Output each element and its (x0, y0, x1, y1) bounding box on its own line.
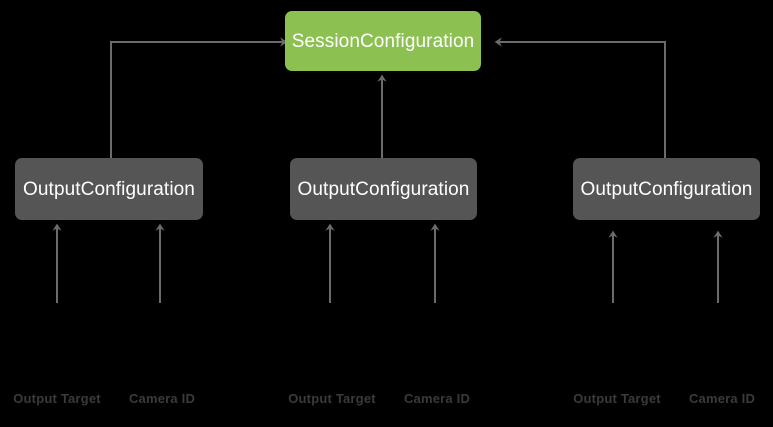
node-session-configuration-label: SessionConfiguration (291, 30, 475, 52)
node-output-configuration-left-label: OutputConfiguration (23, 178, 195, 200)
leaf-label-output-target-center: Output Target (288, 391, 376, 406)
node-session-configuration[interactable]: SessionConfiguration (285, 11, 481, 71)
node-output-configuration-center-label: OutputConfiguration (297, 178, 470, 200)
node-output-configuration-left[interactable]: OutputConfiguration (15, 158, 203, 220)
node-output-configuration-right[interactable]: OutputConfiguration (573, 158, 760, 220)
node-output-configuration-center[interactable]: OutputConfiguration (290, 158, 477, 220)
node-output-configuration-right-label: OutputConfiguration (580, 178, 753, 200)
leaf-label-camera-id-left: Camera ID (128, 391, 196, 406)
leaf-label-camera-id-right: Camera ID (688, 391, 756, 406)
right-output-to-session (494, 37, 666, 158)
left-output-to-session (110, 37, 288, 158)
leaf-label-output-target-right: Output Target (573, 391, 661, 406)
leaf-label-camera-id-center: Camera ID (403, 391, 471, 406)
leaf-label-output-target-left: Output Target (13, 391, 101, 406)
